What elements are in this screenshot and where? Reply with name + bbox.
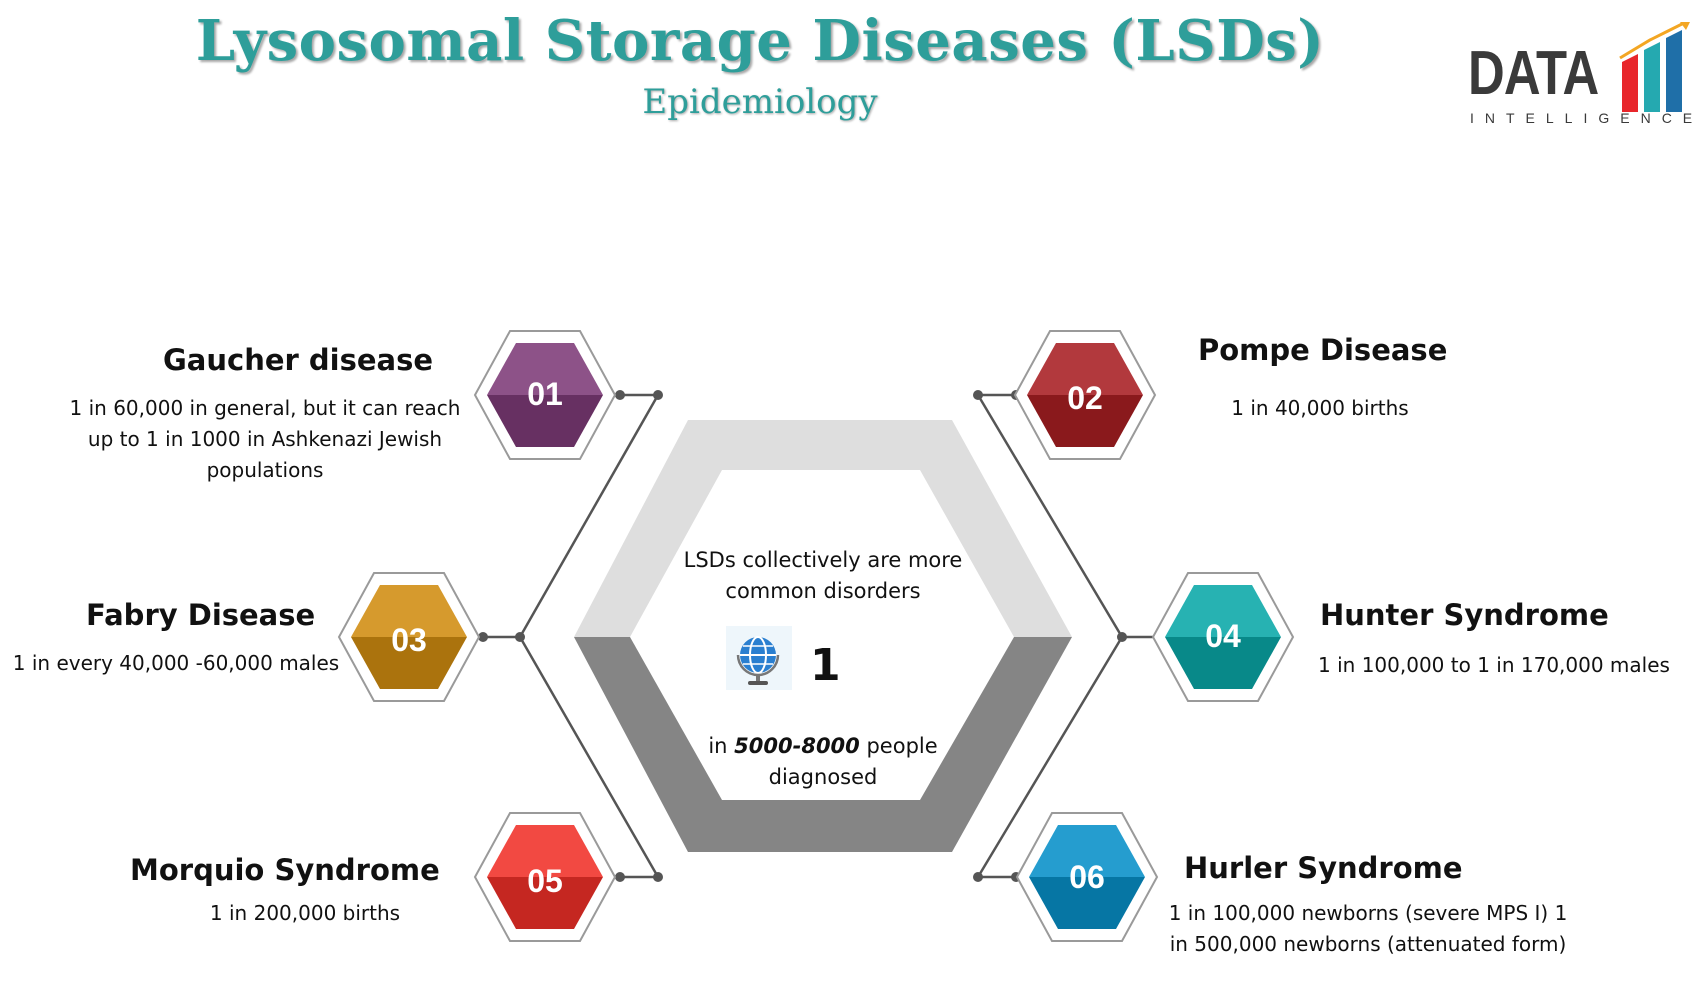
page-subtitle: Epidemiology bbox=[642, 82, 878, 122]
data-intelligence-logo: DATA INTELLIGENCE bbox=[1468, 18, 1694, 130]
hex-number-03: 03 bbox=[391, 622, 427, 658]
hex-01: 01 bbox=[490, 370, 600, 420]
disease-title-morquio: Morquio Syndrome bbox=[130, 853, 440, 887]
connector-lines bbox=[483, 393, 1158, 879]
hexagon-top-03 bbox=[351, 585, 467, 637]
disease-title-pompe: Pompe Disease bbox=[1198, 333, 1448, 367]
hexagon-bottom-03 bbox=[351, 637, 467, 689]
page-title: Lysosomal Storage Diseases (LSDs) bbox=[195, 8, 1325, 74]
hexagon-top-06 bbox=[1029, 825, 1145, 877]
hexagon-bottom-04 bbox=[1165, 637, 1281, 689]
hexagon-top-04 bbox=[1165, 585, 1281, 637]
logo-bars-icon bbox=[1619, 22, 1690, 112]
logo-subtext: INTELLIGENCE bbox=[1470, 110, 1696, 126]
hex-02: 02 bbox=[1030, 374, 1140, 424]
hexagon-top-05 bbox=[487, 825, 603, 877]
hex-04: 04 bbox=[1168, 612, 1278, 662]
disease-desc-fabry: 1 in every 40,000 -60,000 males bbox=[12, 651, 340, 675]
disease-desc-gaucher: 1 in 60,000 in general, but it can reach… bbox=[69, 396, 461, 482]
center-bottom-emphasis: 5000-8000 bbox=[734, 734, 860, 758]
disease-desc-morquio: 1 in 200,000 births bbox=[209, 901, 401, 925]
hex-number-04: 04 bbox=[1205, 618, 1241, 654]
hexagon-bottom-02 bbox=[1027, 395, 1143, 447]
hexagon-bottom-01 bbox=[487, 395, 603, 447]
logo-wordmark: DATA bbox=[1468, 39, 1599, 108]
hexagon-01 bbox=[473, 330, 617, 460]
hex-number-06: 06 bbox=[1069, 859, 1105, 895]
hexagon-04 bbox=[1151, 572, 1295, 702]
center-big-number: 1 bbox=[810, 640, 841, 691]
disease-title-hurler: Hurler Syndrome bbox=[1184, 851, 1463, 885]
hex-number-05: 05 bbox=[527, 863, 563, 899]
globe-icon bbox=[726, 626, 792, 690]
center-hexagon bbox=[574, 420, 1072, 852]
center-top-text: LSDs collectively are more common disord… bbox=[683, 548, 963, 603]
hex-06: 06 bbox=[1032, 853, 1142, 903]
hex-number-02: 02 bbox=[1067, 380, 1103, 416]
disease-desc-hunter: 1 in 100,000 to 1 in 170,000 males bbox=[1318, 653, 1670, 677]
disease-title-gaucher: Gaucher disease bbox=[163, 343, 434, 377]
hexagon-03 bbox=[337, 572, 481, 702]
hex-number-01: 01 bbox=[527, 376, 563, 412]
disease-desc-pompe: 1 in 40,000 births bbox=[1231, 396, 1409, 420]
hexagon-top-02 bbox=[1027, 343, 1143, 395]
hexagon-06 bbox=[1015, 812, 1159, 942]
center-bottom-prefix: in bbox=[708, 734, 735, 758]
disease-title-hunter: Hunter Syndrome bbox=[1320, 598, 1609, 632]
hex-03: 03 bbox=[354, 616, 464, 666]
hexagon-bottom-05 bbox=[487, 877, 603, 929]
hexagon-bottom-06 bbox=[1029, 877, 1145, 929]
hexagon-02 bbox=[1013, 330, 1157, 460]
hex-05: 05 bbox=[490, 857, 600, 907]
hexagon-05 bbox=[473, 812, 617, 942]
disease-title-fabry: Fabry Disease bbox=[86, 598, 316, 632]
hexagon-top-01 bbox=[487, 343, 603, 395]
disease-desc-hurler: 1 in 100,000 newborns (severe MPS I) 1 i… bbox=[1168, 901, 1568, 956]
center-bottom-suffix: people diagnosed bbox=[768, 734, 938, 789]
center-bottom-text: in 5000-8000 people diagnosed bbox=[688, 731, 958, 793]
